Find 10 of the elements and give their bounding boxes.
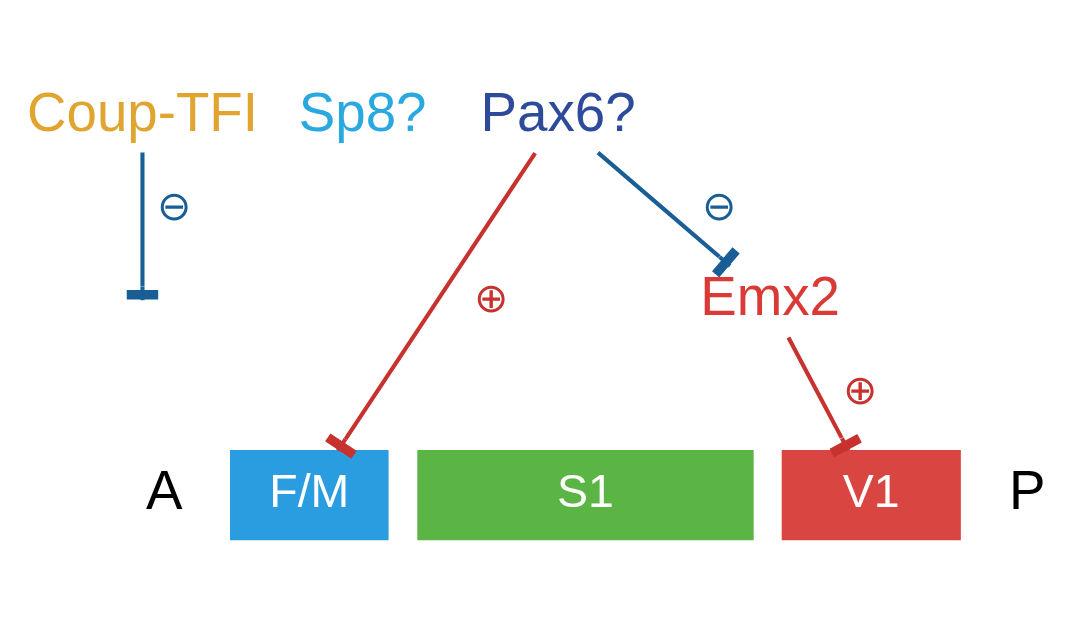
edge-label: ⊕ bbox=[843, 366, 878, 413]
edge-label: ⊖ bbox=[702, 182, 737, 229]
edge-label: ⊕ bbox=[474, 274, 509, 321]
label: A bbox=[146, 458, 183, 521]
label: Sp8? bbox=[298, 80, 427, 143]
edge-label: ⊖ bbox=[156, 182, 191, 229]
node-text: Pax6? bbox=[480, 80, 636, 143]
label: P bbox=[1008, 458, 1046, 521]
node-text: Coup-TFI bbox=[26, 80, 258, 143]
node-text: Emx2 bbox=[700, 264, 840, 327]
